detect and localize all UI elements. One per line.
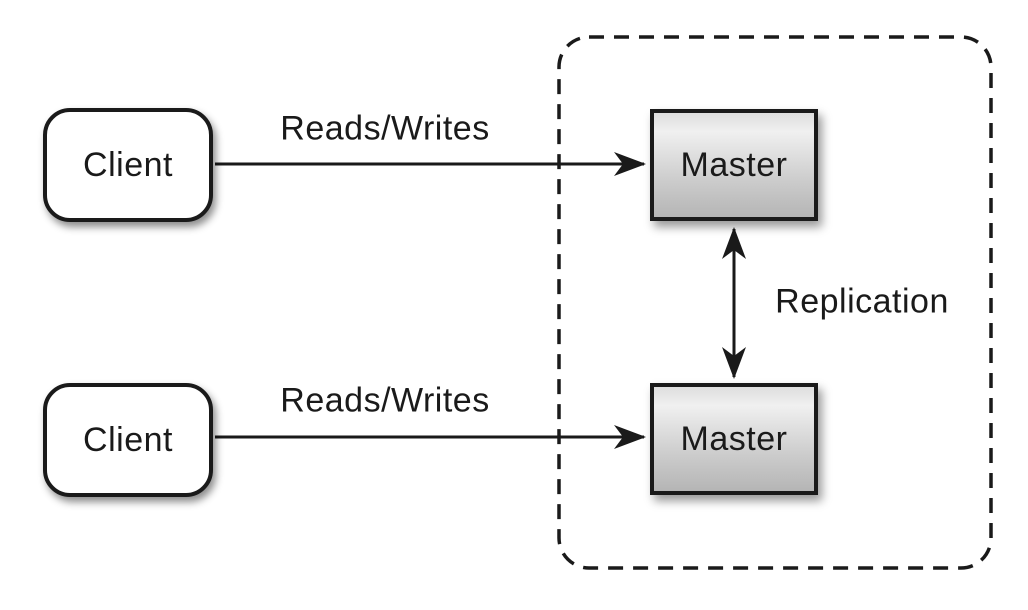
master-node-bottom-label: Master xyxy=(680,419,788,458)
client-node-bottom-label: Client xyxy=(83,420,173,459)
master-node-bottom: Master xyxy=(650,383,818,495)
replication-label: Replication xyxy=(775,282,949,321)
reads-writes-label-top: Reads/Writes xyxy=(280,109,490,148)
client-node-top-label: Client xyxy=(83,145,173,184)
reads-writes-label-bottom: Reads/Writes xyxy=(280,381,490,420)
client-node-bottom: Client xyxy=(43,383,213,497)
replication-boundary-dashed-box xyxy=(557,35,993,570)
master-node-top-label: Master xyxy=(680,145,788,184)
master-node-top: Master xyxy=(650,109,818,221)
client-node-top: Client xyxy=(43,108,213,222)
